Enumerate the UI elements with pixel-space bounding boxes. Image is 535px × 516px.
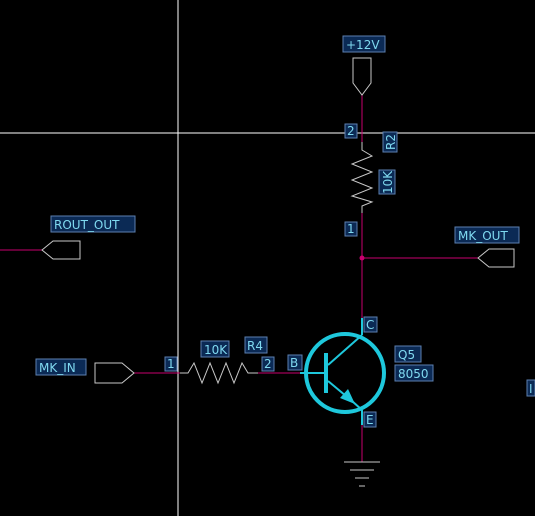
r4-pin1-label: 1 [167,357,175,371]
r2-ref-label: R2 [384,134,398,150]
r4-pin2-label: 2 [264,357,272,371]
resistor-icon [180,361,258,385]
port-arrow-icon [352,57,372,96]
port-arrow-icon [41,240,81,260]
r4-ref-label: R4 [247,339,263,353]
emitter-arrow-icon [340,389,355,404]
wires [0,95,478,462]
r2-pin1-label: 1 [347,222,355,236]
port-arrow-icon [94,362,135,384]
q5-value-label: 8050 [398,367,429,381]
q5-pin-b-label: B [290,356,298,370]
q5-pin-e-label: E [366,413,374,427]
resistor-icon [350,142,374,213]
resistor-r2[interactable]: 2 1 R2 10K [344,123,398,237]
mk-in-port-label: MK_IN [39,361,76,375]
r2-value-label: 10K [381,170,395,194]
mk-in-port[interactable]: MK_IN [35,358,135,384]
port-arrow-icon [477,248,515,268]
q5-pin-c-label: C [366,318,374,332]
r2-pin2-label: 2 [347,124,355,138]
vcc-port-label: +12V [346,38,380,52]
resistor-r4[interactable]: 10K R4 1 2 [164,336,275,385]
q5-ref-label: Q5 [398,348,415,362]
r4-value-label: 10K [204,343,228,357]
rout-out-port[interactable]: ROUT_OUT [41,215,136,260]
rout-out-port-label: ROUT_OUT [54,218,120,232]
junction-dot[interactable] [359,255,365,261]
mk-out-port-label: MK_OUT [458,229,508,243]
transistor-q5[interactable]: C B E Q5 8050 [287,316,434,428]
edge-mark-label: I [529,382,533,396]
ground-icon[interactable] [344,461,380,487]
mk-out-port[interactable]: MK_OUT [454,226,520,268]
vcc-port[interactable]: +12V [342,35,386,96]
